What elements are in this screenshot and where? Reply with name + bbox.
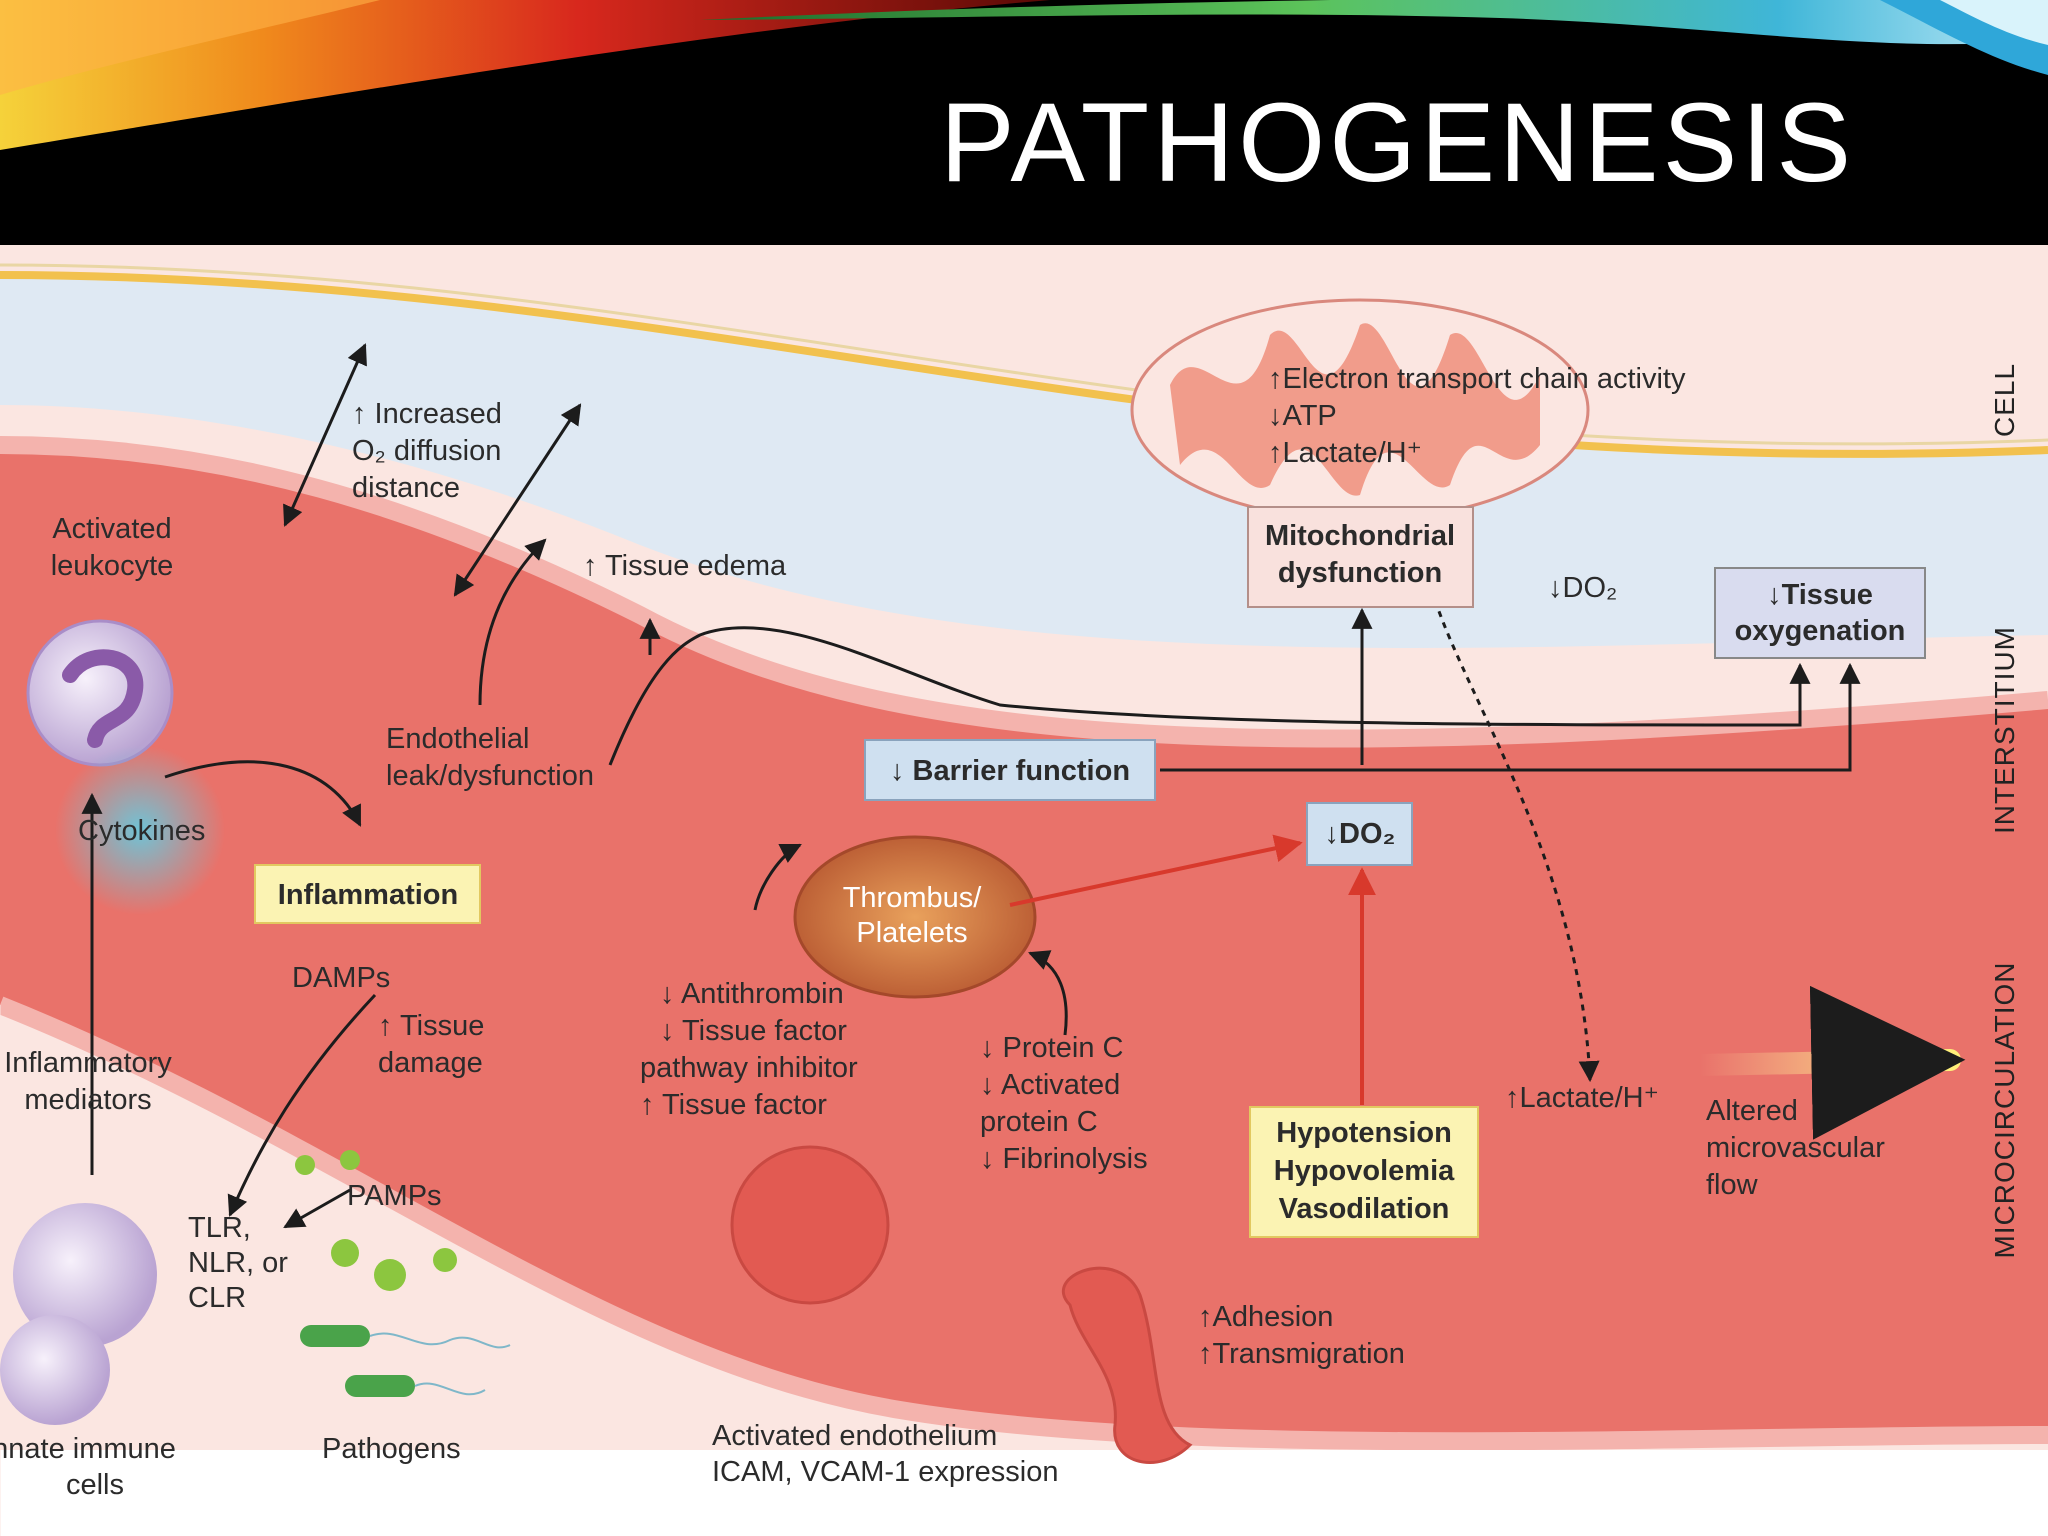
- svg-text:↓Tissue: ↓Tissue: [1767, 579, 1873, 611]
- do2-box: ↓DO₂: [1306, 802, 1413, 866]
- svg-text:Activated endothelium: Activated endothelium: [712, 1420, 997, 1452]
- altered-flow-streaks: [1689, 985, 1966, 1246]
- inflammation-box: Inflammation: [254, 864, 481, 924]
- svg-text:↓ Activated: ↓ Activated: [980, 1069, 1120, 1101]
- inflammatory-mediators-label: Inflammatory mediators: [4, 1047, 172, 1116]
- altered-flow-label: Altered microvascular flow: [1706, 1095, 1885, 1201]
- endothelium-bottom: [0, 996, 2048, 1451]
- tissue-damage-label: ↑ Tissue damage: [378, 1010, 484, 1079]
- o2-diffusion-label: ↑ Increased O₂ diffusion distance: [352, 398, 502, 504]
- svg-text:leak/dysfunction: leak/dysfunction: [386, 760, 594, 792]
- svg-text:Endothelial: Endothelial: [386, 723, 530, 755]
- svg-text:↓ Antithrombin: ↓ Antithrombin: [660, 978, 844, 1010]
- svg-text:ICAM, VCAM-1 expression: ICAM, VCAM-1 expression: [712, 1456, 1059, 1488]
- slide-title: PATHOGENESIS: [940, 80, 1856, 205]
- thrombus-to-do2-arrow: [1009, 834, 1303, 907]
- pamps-label: PAMPs: [347, 1180, 442, 1212]
- svg-text:NLR, or: NLR, or: [188, 1247, 288, 1279]
- header-swoosh-graphic: [0, 0, 2048, 245]
- pathogens-label: Pathogens: [322, 1433, 461, 1465]
- svg-text:↑Electron transport chain acti: ↑Electron transport chain activity: [1268, 363, 1686, 395]
- svg-text:↓ Protein C: ↓ Protein C: [980, 1032, 1123, 1064]
- endothelium-top: [0, 436, 2048, 748]
- mitochondrion: [1130, 298, 1590, 522]
- mito-effects-label: ↑Electron transport chain activity ↓ATP …: [1268, 363, 1686, 469]
- innate-immune-cells-illustration: [0, 1203, 157, 1425]
- svg-text:↑ Tissue factor: ↑ Tissue factor: [640, 1089, 827, 1121]
- zone-label-microcirculation: MICROCIRCULATION: [1989, 961, 2020, 1258]
- tissue-edema-label: ↑ Tissue edema: [583, 550, 787, 582]
- svg-text:Hypovolemia: Hypovolemia: [1274, 1155, 1455, 1187]
- svg-text:↑ Tissue: ↑ Tissue: [378, 1010, 484, 1042]
- pathogenesis-diagram: Mitochondrial dysfunction ↓Tissue oxygen…: [0, 245, 2048, 1536]
- svg-text:Hypotension: Hypotension: [1276, 1117, 1452, 1149]
- lactate-micro-label: ↑Lactate/H⁺: [1505, 1082, 1659, 1114]
- zone-label-cell: CELL: [1989, 363, 2020, 437]
- tissue-oxygenation-box: ↓Tissue oxygenation: [1714, 567, 1926, 659]
- svg-text:distance: distance: [352, 472, 460, 504]
- anticoagulant-right-label: ↓ Protein C ↓ Activated protein C ↓ Fibr…: [980, 1032, 1148, 1175]
- do2-interstitium-label: ↓DO₂: [1548, 572, 1617, 604]
- svg-text:Thrombus/: Thrombus/: [843, 882, 983, 914]
- svg-text:O₂ diffusion: O₂ diffusion: [352, 435, 501, 467]
- hypotension-box: Hypotension Hypovolemia Vasodilation: [1249, 1106, 1479, 1238]
- svg-text:cells: cells: [66, 1469, 124, 1501]
- svg-text:↓ Barrier function: ↓ Barrier function: [890, 755, 1130, 787]
- svg-text:Platelets: Platelets: [856, 917, 967, 949]
- svg-text:Vasodilation: Vasodilation: [1279, 1193, 1450, 1225]
- svg-text:↓DO₂: ↓DO₂: [1325, 818, 1396, 850]
- svg-text:Altered: Altered: [1706, 1095, 1798, 1127]
- svg-text:↓ Fibrinolysis: ↓ Fibrinolysis: [980, 1143, 1148, 1175]
- svg-text:dysfunction: dysfunction: [1278, 557, 1442, 589]
- svg-text:CLR: CLR: [188, 1282, 246, 1314]
- svg-text:microvascular: microvascular: [1706, 1132, 1885, 1164]
- svg-text:Inflammatory: Inflammatory: [4, 1047, 172, 1079]
- svg-text:↓ Tissue factor: ↓ Tissue factor: [660, 1015, 847, 1047]
- zone-label-interstitium: INTERSTITIUM: [1989, 626, 2020, 834]
- endothelial-leak-label: Endothelial leak/dysfunction: [386, 723, 594, 792]
- svg-text:pathway inhibitor: pathway inhibitor: [640, 1052, 858, 1084]
- mitochondrial-dysfunction-box: Mitochondrial dysfunction: [1247, 506, 1474, 608]
- cytokines-cloud: [55, 745, 225, 915]
- svg-text:↑Transmigration: ↑Transmigration: [1198, 1338, 1405, 1370]
- diagram-arrows: [81, 343, 1861, 1229]
- activated-leukocyte-label: Activated leukocyte: [51, 513, 174, 582]
- svg-text:Innate immune: Innate immune: [0, 1433, 176, 1465]
- innate-cells-label: Innate immune cells: [0, 1433, 176, 1501]
- svg-text:oxygenation: oxygenation: [1735, 615, 1906, 647]
- svg-text:↑ Increased: ↑ Increased: [352, 398, 502, 430]
- cytokines-label: Cytokines: [78, 815, 205, 847]
- svg-text:Activated: Activated: [52, 513, 171, 545]
- svg-text:protein C: protein C: [980, 1106, 1098, 1138]
- anticoagulant-left-label: ↓ Antithrombin ↓ Tissue factor pathway i…: [640, 978, 858, 1121]
- slide-header: PATHOGENESIS: [0, 0, 2048, 245]
- svg-text:Inflammation: Inflammation: [278, 879, 458, 911]
- damps-label: DAMPs: [292, 962, 390, 994]
- barrier-function-box: ↓ Barrier function: [864, 739, 1156, 801]
- svg-text:flow: flow: [1706, 1169, 1759, 1201]
- adherent-leukocytes-illustration: [730, 1145, 1193, 1464]
- svg-text:↓ATP: ↓ATP: [1268, 400, 1337, 432]
- thrombus-label: Thrombus/ Platelets: [843, 882, 983, 949]
- adhesion-label: ↑Adhesion ↑Transmigration: [1198, 1301, 1405, 1370]
- svg-text:mediators: mediators: [24, 1084, 151, 1116]
- svg-text:Mitochondrial: Mitochondrial: [1265, 520, 1455, 552]
- thrombus-illustration: [793, 835, 1037, 999]
- svg-text:leukocyte: leukocyte: [51, 550, 174, 582]
- cell-membrane: [0, 271, 2048, 458]
- activated-leukocyte-illustration: [26, 619, 174, 767]
- pathogens-illustration: [295, 1150, 511, 1397]
- interstitium-region: [0, 275, 2048, 648]
- svg-text:↑Adhesion: ↑Adhesion: [1198, 1301, 1333, 1333]
- svg-text:damage: damage: [378, 1047, 483, 1079]
- receptors-label: TLR, NLR, or CLR: [188, 1212, 288, 1314]
- activated-endothelium-label: Activated endothelium ICAM, VCAM-1 expre…: [712, 1420, 1059, 1488]
- svg-text:↑Lactate/H⁺: ↑Lactate/H⁺: [1268, 437, 1422, 469]
- svg-text:TLR,: TLR,: [188, 1212, 251, 1244]
